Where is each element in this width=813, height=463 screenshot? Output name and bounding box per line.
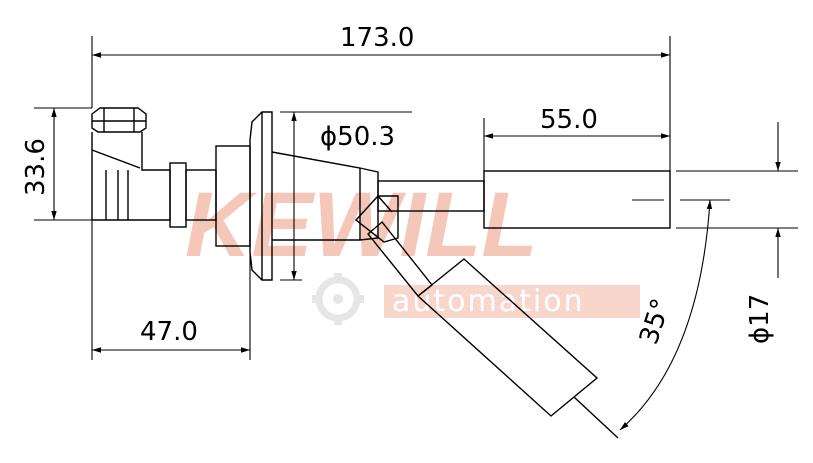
- dimension-lines: [34, 36, 798, 431]
- stem: [169, 162, 187, 228]
- dim-overall-length: 173.0: [340, 23, 414, 53]
- dim-swing-angle: 35°: [634, 295, 677, 348]
- dim-float-diameter: ϕ17: [745, 294, 775, 344]
- dim-mount-offset: 47.0: [140, 317, 198, 347]
- float-angled: [416, 258, 599, 417]
- gear-icon: [312, 273, 364, 325]
- dim-float-length: 55.0: [540, 105, 598, 135]
- watermark-tagline: automation: [392, 284, 585, 319]
- dim-connector-height: 33.6: [21, 138, 51, 196]
- sensor-body: [91, 107, 671, 439]
- dim-arc-angle: [619, 199, 713, 431]
- elbow-connector: [91, 132, 171, 221]
- flange: [249, 111, 273, 281]
- dim-flange-diameter: ϕ50.3: [320, 122, 395, 152]
- float-horizontal: [483, 170, 671, 229]
- hex-nut: [91, 107, 147, 133]
- watermark: KEWILL automation: [185, 174, 640, 325]
- pivot: [354, 195, 399, 243]
